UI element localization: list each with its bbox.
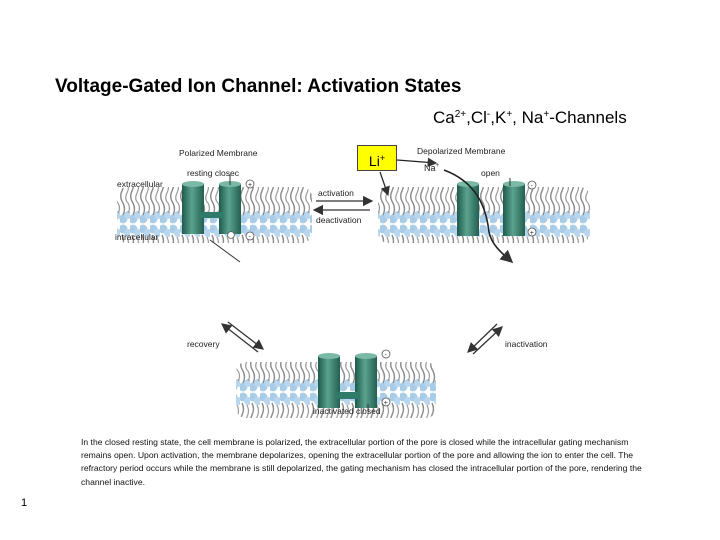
channel-resting-closed <box>182 181 241 234</box>
label-recovery: recovery <box>187 339 220 349</box>
inactivation-arrow-down <box>467 323 498 353</box>
subtitle-k-charge: + <box>506 109 513 120</box>
label-na-ion: Na+ <box>424 163 440 173</box>
subtitle-ca: Ca <box>433 108 455 127</box>
subtitle-na: , Na <box>512 108 544 127</box>
membrane-depolarized <box>378 187 590 243</box>
inactivation-arrow-up <box>472 326 503 355</box>
charge-minus-2: - <box>531 183 534 190</box>
diagram-caption: In the closed resting state, the cell me… <box>81 437 642 487</box>
slide-title: Voltage-Gated Ion Channel: Activation St… <box>55 76 462 97</box>
recovery-arrow-up <box>220 323 259 353</box>
subtitle-ca-charge: 2+ <box>454 109 467 120</box>
li-ion-label: Li <box>368 153 380 169</box>
recovery-arrow-down <box>227 321 265 350</box>
label-activation: activation <box>318 188 354 198</box>
charge-plus-1: + <box>248 182 252 189</box>
li-ion-charge: + <box>379 153 386 163</box>
subtitle-na-charge: + <box>543 109 550 120</box>
charge-plus-2: + <box>530 230 534 237</box>
charge-minus-3: - <box>385 352 388 359</box>
label-inactivation: inactivation <box>505 339 548 349</box>
charge-plus-3: + <box>384 400 388 407</box>
label-resting-closed: resting closec <box>187 168 240 178</box>
label-open: open <box>481 168 500 178</box>
li-down-arrow <box>379 171 390 197</box>
label-polarized-membrane: Polarized Membrane <box>179 148 258 158</box>
subtitle-cl: ,Cl <box>466 108 487 127</box>
label-deactivation: deactivation <box>316 215 362 225</box>
label-depolarized-membrane: Depolarized Membrane <box>417 146 506 156</box>
subtitle-k: ,K <box>490 108 507 127</box>
label-intracellular: intracellular <box>115 232 159 242</box>
label-extracellular: extracellular <box>117 179 163 189</box>
ion-path-arrow <box>443 169 514 264</box>
charge-signs: + - - + - + <box>227 179 537 407</box>
page-number: 1 <box>21 497 28 509</box>
li-ion-callout: Li+ <box>357 145 397 171</box>
charge-minus-1: - <box>249 234 252 241</box>
channel-open <box>457 181 525 236</box>
gate-pointer-line <box>209 239 241 263</box>
li-arrow <box>396 157 438 168</box>
channels-subtitle: Ca2+,Cl-,K+, Na+-Channels <box>433 108 627 128</box>
subtitle-rest: -Channels <box>549 108 627 127</box>
subtitle-cl-charge: - <box>486 109 491 120</box>
label-inactivated-closed: inactivated closed <box>313 406 381 416</box>
channel-inactivated <box>318 353 377 408</box>
